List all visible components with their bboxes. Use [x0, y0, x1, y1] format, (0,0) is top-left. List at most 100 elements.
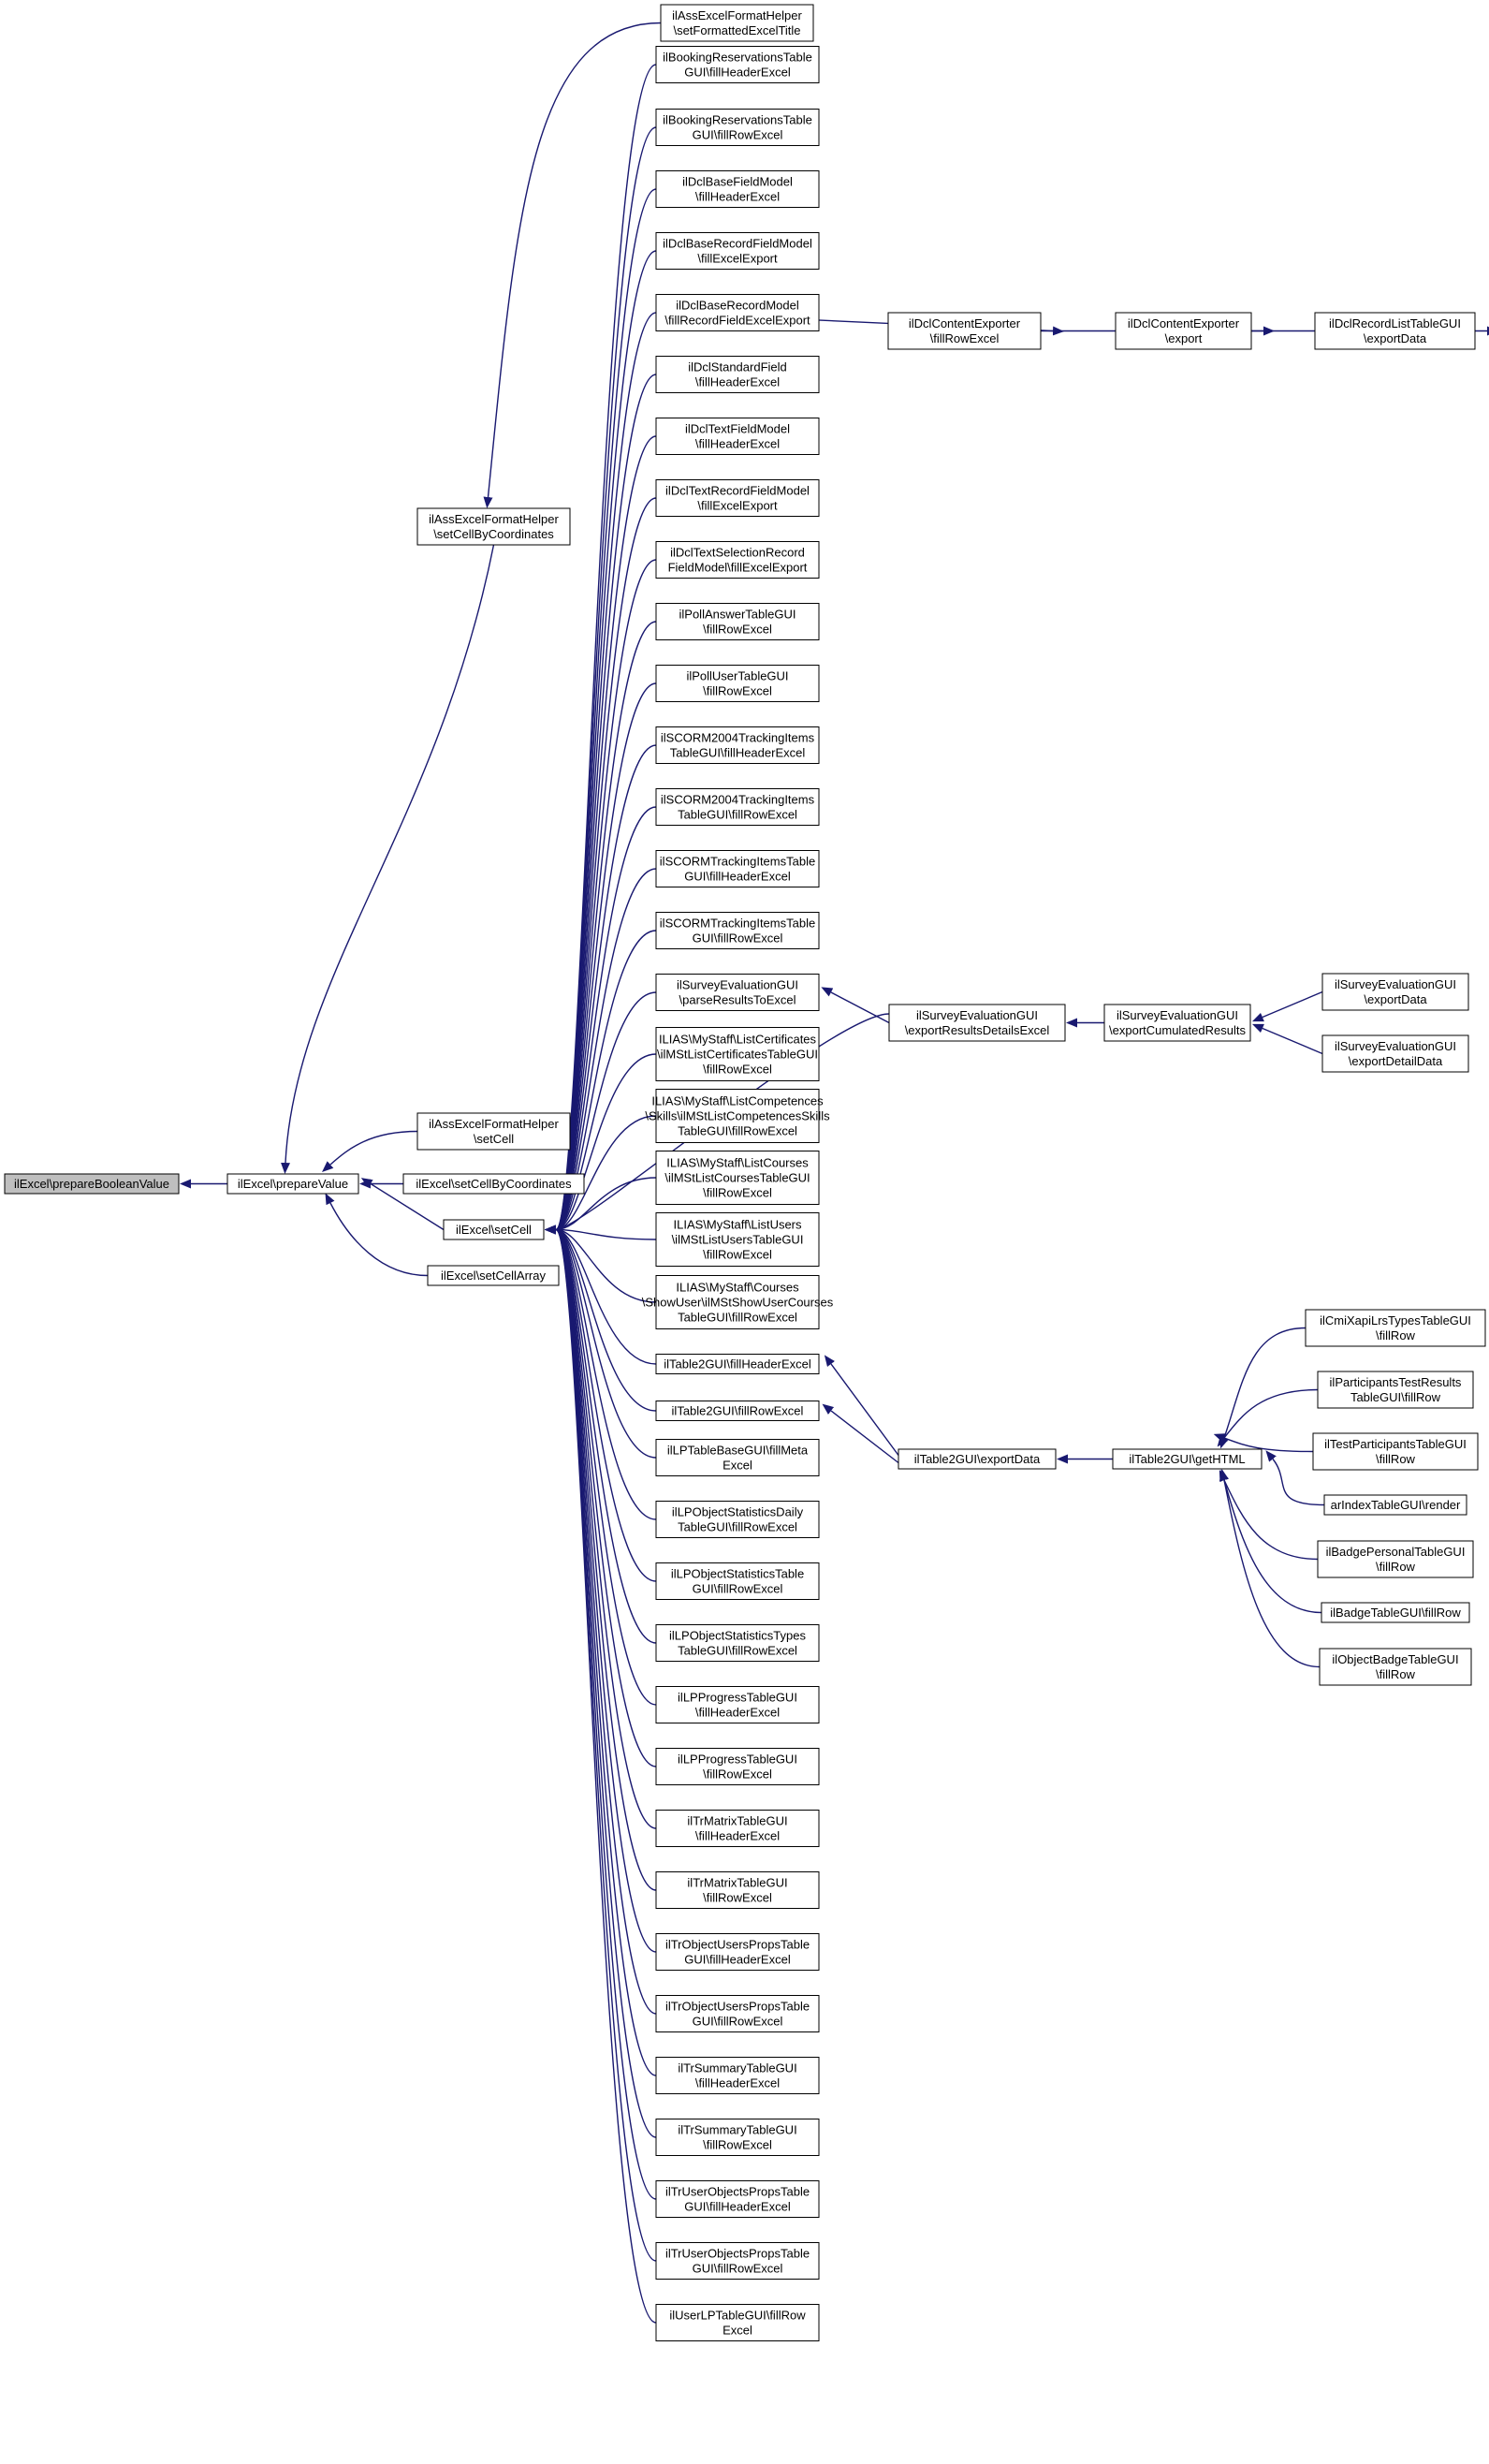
graph-node[interactable]: ilDclBaseRecordFieldModel\fillExcelExpor… — [655, 232, 820, 270]
graph-node[interactable]: ILIAS\MyStaff\ListCompetences\Skills\ilM… — [645, 1089, 830, 1143]
graph-node[interactable]: ilSurveyEvaluationGUI\exportData — [1321, 973, 1469, 1011]
graph-node: ilExcel\prepareBooleanValue — [4, 1173, 180, 1195]
graph-node[interactable]: ilDclStandardField\fillHeaderExcel — [655, 356, 820, 393]
node-box — [655, 912, 820, 949]
node-label: \fillRowExcel — [703, 1186, 772, 1200]
graph-node[interactable]: ilTrSummaryTableGUI\fillHeaderExcel — [655, 2057, 820, 2094]
node-label: ilAssExcelFormatHelper — [672, 8, 802, 22]
graph-node[interactable]: ilDclBaseFieldModel\fillHeaderExcel — [655, 170, 820, 208]
graph-node[interactable]: ilTrObjectUsersPropsTableGUI\fillRowExce… — [655, 1995, 820, 2032]
graph-node[interactable]: ilSurveyEvaluationGUI\exportResultsDetai… — [888, 1004, 1066, 1042]
graph-node[interactable]: ilBookingReservationsTableGUI\fillHeader… — [655, 46, 820, 83]
node-label: \fillExcelExport — [697, 252, 778, 266]
edge-c17-to-n5 — [545, 1115, 657, 1235]
graph-node[interactable]: ilLPProgressTableGUI\fillHeaderExcel — [655, 1686, 820, 1723]
node-label: \exportData — [1364, 331, 1427, 345]
edge-c25-to-n5 — [545, 1225, 657, 1582]
graph-node[interactable]: ilDclBaseRecordModel\fillRecordFieldExce… — [655, 294, 820, 331]
graph-node[interactable]: ilExcel\setCell — [443, 1219, 545, 1240]
edge-c0-to-n5 — [545, 64, 657, 1235]
node-label: \fillHeaderExcel — [695, 437, 780, 451]
graph-node[interactable]: ilPollUserTableGUI\fillRowExcel — [655, 665, 820, 702]
node-label: \fillRow — [1376, 1328, 1416, 1342]
graph-node[interactable]: ilTrUserObjectsPropsTableGUI\fillHeaderE… — [655, 2180, 820, 2218]
node-label: ilTable2GUI\getHTML — [1129, 1452, 1245, 1466]
edge-n3-to-n1 — [322, 1130, 418, 1172]
node-label: TableGUI\fillRowExcel — [678, 808, 797, 822]
graph-node[interactable]: ilExcel\setCellArray — [427, 1265, 560, 1286]
graph-node[interactable]: ilTrMatrixTableGUI\fillRowExcel — [655, 1871, 820, 1909]
graph-node[interactable]: ilObjectBadgeTableGUI\fillRow — [1319, 1648, 1472, 1686]
graph-node[interactable]: ilSurveyEvaluationGUI\exportCumulatedRes… — [1103, 1004, 1251, 1042]
graph-node[interactable]: ilTrMatrixTableGUI\fillHeaderExcel — [655, 1810, 820, 1847]
node-label: ilTrObjectUsersPropsTable — [665, 1938, 810, 1952]
graph-node[interactable]: ilExcel\setCellByCoordinates — [402, 1173, 585, 1195]
node-label: ilDclTextRecordFieldModel — [665, 484, 810, 498]
node-box — [416, 507, 571, 546]
graph-node[interactable]: ilLPProgressTableGUI\fillRowExcel — [655, 1748, 820, 1785]
graph-node[interactable]: ilDclContentExporter\fillRowExcel — [887, 312, 1042, 350]
graph-node[interactable]: ILIAS\MyStaff\ListCertificates\ilMStList… — [655, 1027, 820, 1081]
node-label: \setCellByCoordinates — [433, 527, 554, 541]
graph-node[interactable]: ilExcel\prepareValue — [226, 1173, 359, 1195]
graph-node[interactable]: ilDclRecordListTableGUI\exportData — [1314, 312, 1476, 350]
graph-node[interactable]: ilCmiXapiLrsTypesTableGUI\fillRow — [1305, 1309, 1486, 1347]
node-label: ilObjectBadgeTableGUI — [1332, 1652, 1458, 1666]
graph-node[interactable]: ilDclTextSelectionRecordFieldModel\fillE… — [655, 541, 820, 579]
graph-node[interactable]: ILIAS\MyStaff\ListUsers\ilMStListUsersTa… — [655, 1212, 820, 1267]
node-box — [655, 603, 820, 640]
node-box — [655, 2242, 820, 2280]
graph-node[interactable]: ilDclContentExporter\export — [1115, 312, 1252, 350]
node-label: ilLPObjectStatisticsDaily — [672, 1505, 804, 1519]
node-box — [888, 1004, 1066, 1042]
graph-node[interactable]: ilAssExcelFormatHelper\setFormattedExcel… — [660, 4, 814, 42]
edge-c14-to-n5 — [545, 930, 657, 1235]
node-box — [898, 1448, 1057, 1470]
graph-node[interactable]: ilTrSummaryTableGUI\fillRowExcel — [655, 2119, 820, 2156]
node-label: ilTrMatrixTableGUI — [687, 1876, 787, 1890]
node-label: \fillRow — [1376, 1452, 1416, 1466]
graph-node[interactable]: ilTable2GUI\getHTML — [1112, 1448, 1263, 1470]
node-label: ilDclStandardField — [688, 360, 787, 374]
graph-node[interactable]: ilUserLPTableGUI\fillRowExcel — [655, 2304, 820, 2341]
edge-c19-to-n5 — [545, 1225, 657, 1240]
graph-node[interactable]: ilSCORMTrackingItemsTableGUI\fillHeaderE… — [655, 850, 820, 887]
graph-node[interactable]: ilBadgeTableGUI\fillRow — [1321, 1602, 1470, 1623]
graph-node[interactable]: ilLPObjectStatisticsTableGUI\fillRowExce… — [655, 1562, 820, 1600]
graph-node[interactable]: ilAssExcelFormatHelper\setCellByCoordina… — [416, 507, 571, 546]
node-box — [655, 1871, 820, 1909]
graph-node[interactable]: ilTestParticipantsTableGUI\fillRow — [1312, 1432, 1479, 1471]
node-label: ilPollAnswerTableGUI — [679, 608, 796, 622]
graph-node[interactable]: ilBadgePersonalTableGUI\fillRow — [1317, 1540, 1474, 1578]
graph-node[interactable]: ilDclTextFieldModel\fillHeaderExcel — [655, 418, 820, 455]
graph-node[interactable]: ILIAS\MyStaff\Courses\ShowUser\ilMStShow… — [642, 1275, 834, 1329]
graph-node[interactable]: ilDclTextRecordFieldModel\fillExcelExpor… — [655, 479, 820, 517]
node-box — [443, 1219, 545, 1240]
node-box — [655, 2304, 820, 2341]
graph-node[interactable]: ilPollAnswerTableGUI\fillRowExcel — [655, 603, 820, 640]
graph-node[interactable]: ilLPObjectStatisticsDailyTableGUI\fillRo… — [655, 1501, 820, 1538]
edge-r2-to-t2 — [1213, 1433, 1314, 1453]
graph-node[interactable]: ilSurveyEvaluationGUI\exportDetailData — [1321, 1034, 1469, 1073]
graph-node[interactable]: ilTable2GUI\fillRowExcel — [655, 1401, 820, 1421]
edge-c11-to-n5 — [545, 744, 657, 1235]
graph-node[interactable]: ilTable2GUI\fillHeaderExcel — [655, 1354, 820, 1374]
node-label: ilTestParticipantsTableGUI — [1324, 1437, 1467, 1451]
graph-node[interactable]: ilSCORMTrackingItemsTableGUI\fillRowExce… — [655, 912, 820, 949]
graph-node[interactable]: ilSCORM2004TrackingItemsTableGUI\fillRow… — [655, 788, 820, 826]
graph-node[interactable]: ilAssExcelFormatHelper\setCell — [416, 1112, 571, 1151]
graph-node[interactable]: ilBookingReservationsTableGUI\fillRowExc… — [655, 109, 820, 146]
node-label: ilTrMatrixTableGUI — [687, 1814, 787, 1828]
graph-node[interactable]: ILIAS\MyStaff\ListCourses\ilMStListCours… — [655, 1151, 820, 1205]
graph-node[interactable]: ilTable2GUI\exportData — [898, 1448, 1057, 1470]
node-label: ilSurveyEvaluationGUI — [1335, 1039, 1456, 1053]
graph-node[interactable]: ilTrObjectUsersPropsTableGUI\fillHeaderE… — [655, 1933, 820, 1971]
graph-node[interactable]: ilParticipantsTestResultsTableGUI\fillRo… — [1317, 1371, 1474, 1409]
graph-node[interactable]: ilLPObjectStatisticsTypesTableGUI\fillRo… — [655, 1624, 820, 1662]
graph-node[interactable]: ilTrUserObjectsPropsTableGUI\fillRowExce… — [655, 2242, 820, 2280]
node-label: \fillRowExcel — [703, 1063, 772, 1077]
graph-node[interactable]: ilSCORM2004TrackingItemsTableGUI\fillHea… — [655, 726, 820, 764]
graph-node[interactable]: ilSurveyEvaluationGUI\parseResultsToExce… — [655, 974, 820, 1011]
graph-node[interactable]: arIndexTableGUI\render — [1323, 1494, 1467, 1516]
